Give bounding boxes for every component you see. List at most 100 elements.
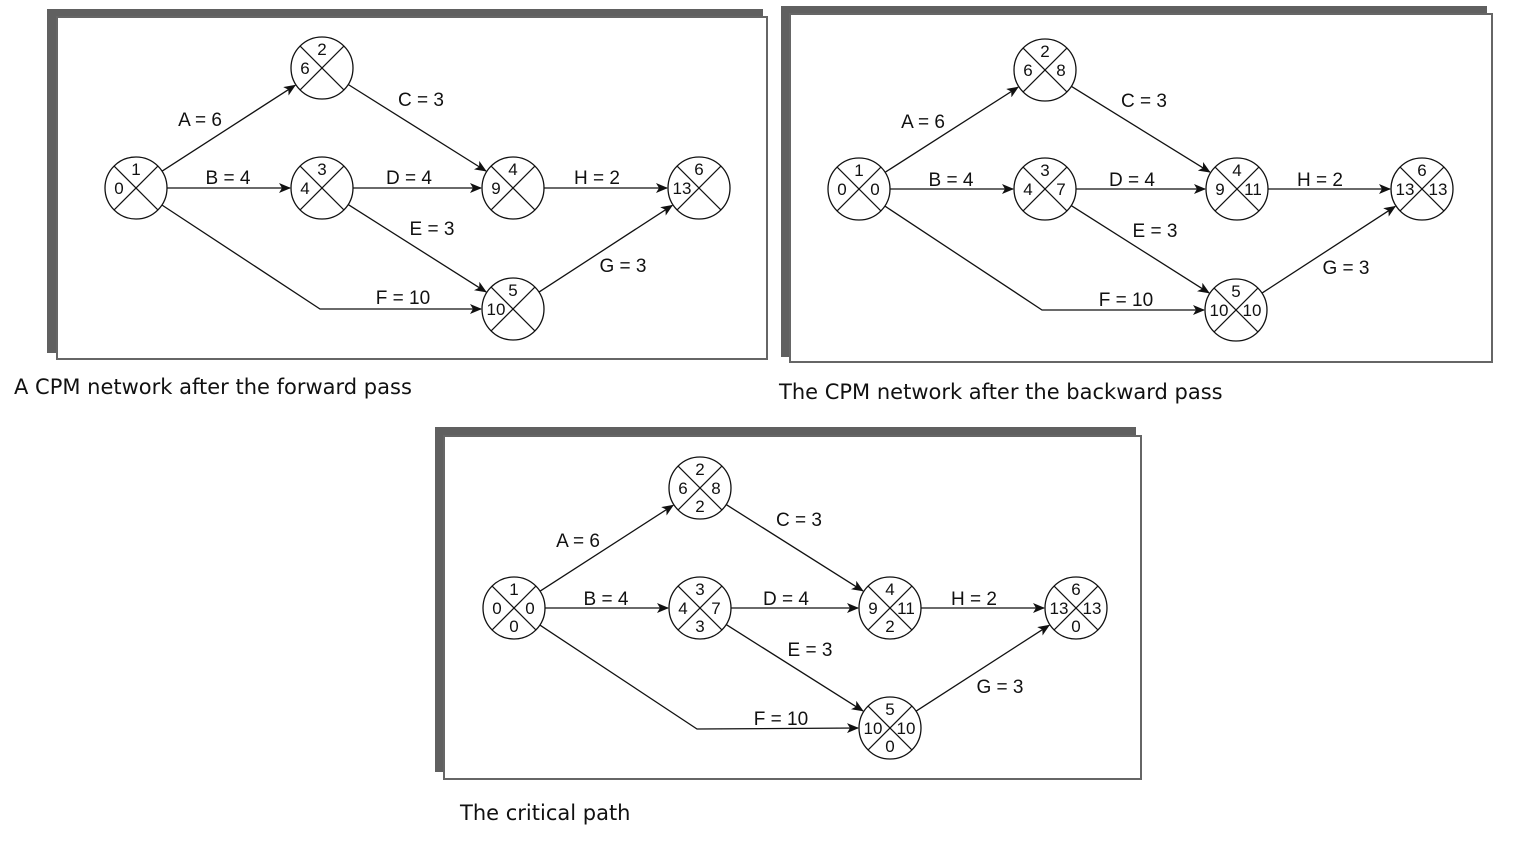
node-latest-time: 8 — [1056, 61, 1065, 80]
activity-label: H = 2 — [1297, 170, 1343, 191]
edge-line — [539, 624, 859, 734]
edge-line — [347, 204, 487, 293]
edge-line — [884, 86, 1019, 173]
node-slack: 0 — [509, 617, 518, 636]
node-earliest-time: 9 — [491, 179, 500, 198]
node-earliest-time: 9 — [868, 599, 877, 618]
node-number: 4 — [508, 160, 517, 179]
node-latest-time: 13 — [1083, 599, 1102, 618]
edge-line — [884, 205, 1205, 315]
activity-label: G = 3 — [977, 677, 1024, 698]
node-divider — [490, 165, 536, 211]
edge-line — [1261, 205, 1397, 294]
activity-label: D = 4 — [386, 168, 432, 189]
activity-edge: G = 3 — [1261, 205, 1397, 294]
activity-edge: C = 3 — [347, 83, 487, 172]
node-slack: 0 — [885, 737, 894, 756]
event-node: 613 — [667, 156, 731, 220]
activity-label: A = 6 — [178, 110, 222, 131]
node-earliest-time: 9 — [1215, 180, 1224, 199]
node-divider — [1022, 47, 1068, 93]
activity-edge: C = 3 — [725, 504, 864, 592]
node-divider — [867, 585, 913, 631]
event-node: 49 112 — [858, 576, 922, 640]
node-divider — [113, 165, 159, 211]
activity-edge: E = 3 — [347, 204, 487, 293]
activity-label: A = 6 — [901, 112, 945, 133]
node-latest-time: 10 — [1243, 301, 1262, 320]
panel-frame — [789, 13, 1493, 363]
activity-label: H = 2 — [951, 589, 997, 610]
cpm-network: A = 6B = 4F = 10C = 3D = 4E = 3H = 2G = … — [827, 38, 1454, 342]
node-slack: 2 — [885, 617, 894, 636]
node-number: 1 — [509, 580, 518, 599]
node-earliest-time: 0 — [114, 179, 123, 198]
activity-edge: A = 6 — [884, 86, 1019, 173]
cpm-network: A = 6B = 4F = 10C = 3D = 4E = 3H = 2G = … — [482, 456, 1108, 760]
activity-edge: D = 4 — [731, 589, 859, 613]
node-number: 3 — [695, 580, 704, 599]
node-number: 1 — [131, 160, 140, 179]
node-earliest-time: 4 — [678, 599, 687, 618]
activity-label: B = 4 — [584, 589, 629, 610]
caption-critical-path: The critical path — [459, 801, 630, 825]
node-latest-time: 8 — [711, 479, 720, 498]
node-earliest-time: 10 — [864, 719, 883, 738]
node-divider — [677, 585, 723, 631]
activity-edge: H = 2 — [1268, 170, 1391, 194]
activity-label: C = 3 — [398, 90, 444, 111]
event-node: 510 — [481, 277, 545, 341]
event-node: 26 8 — [1013, 38, 1077, 102]
activity-edge: G = 3 — [915, 624, 1050, 712]
node-number: 5 — [1231, 282, 1240, 301]
caption-forward-pass: A CPM network after the forward pass — [14, 375, 412, 399]
node-number: 5 — [885, 700, 894, 719]
activity-edge: D = 4 — [353, 168, 482, 193]
activity-label: E = 3 — [1133, 221, 1178, 242]
node-divider — [867, 705, 913, 751]
node-divider — [1214, 166, 1260, 212]
event-node: 34 — [290, 156, 354, 220]
activity-label: E = 3 — [788, 640, 833, 661]
node-divider — [676, 165, 722, 211]
node-earliest-time: 4 — [300, 179, 309, 198]
edge-line — [1070, 205, 1210, 294]
node-earliest-time: 6 — [1023, 61, 1032, 80]
node-earliest-time: 0 — [492, 599, 501, 618]
node-number: 2 — [1040, 42, 1049, 61]
edge-line — [347, 83, 487, 172]
cpm-network: A = 6B = 4F = 10C = 3D = 4E = 3H = 2G = … — [104, 36, 731, 341]
node-number: 6 — [1417, 161, 1426, 180]
node-latest-time: 7 — [1056, 180, 1065, 199]
activity-label: G = 3 — [1323, 258, 1370, 279]
activity-edge: F = 10 — [539, 624, 859, 734]
node-earliest-time: 13 — [673, 179, 692, 198]
node-divider — [491, 585, 537, 631]
edge-line — [161, 84, 296, 172]
node-number: 1 — [854, 161, 863, 180]
activity-edge: E = 3 — [1070, 205, 1210, 294]
activity-label: F = 10 — [376, 288, 430, 309]
node-earliest-time: 10 — [487, 300, 506, 319]
activity-label: F = 10 — [1099, 290, 1153, 311]
activity-edge: B = 4 — [167, 168, 291, 193]
activity-label: D = 4 — [1109, 170, 1155, 191]
node-number: 6 — [1071, 580, 1080, 599]
node-slack: 2 — [695, 497, 704, 516]
edge-line — [538, 204, 674, 293]
node-divider — [1022, 166, 1068, 212]
node-latest-time: 11 — [897, 599, 915, 618]
edge-line — [725, 624, 864, 712]
node-earliest-time: 13 — [1050, 599, 1069, 618]
node-earliest-time: 4 — [1023, 180, 1032, 199]
activity-edge: B = 4 — [545, 589, 669, 613]
node-divider — [299, 165, 345, 211]
node-number: 4 — [885, 580, 894, 599]
network-diagrams: A = 6B = 4F = 10C = 3D = 4E = 3H = 2G = … — [104, 36, 1454, 760]
